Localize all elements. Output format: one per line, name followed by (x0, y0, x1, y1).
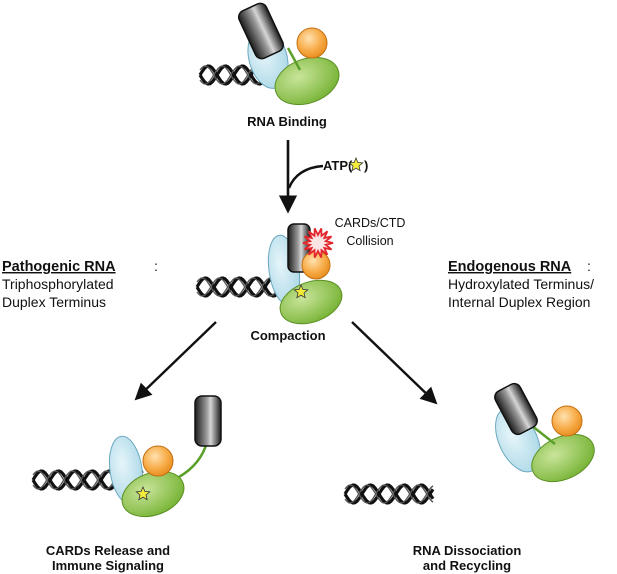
endogenous-line1: Hydroxylated Terminus/ (448, 276, 594, 292)
rna-duplex-bottom-right (343, 483, 435, 505)
burst-icon (302, 227, 334, 259)
rna-strand (343, 483, 435, 505)
linker (178, 441, 209, 479)
cards-block (194, 395, 222, 447)
cards-release-line2: Immune Signaling (52, 558, 164, 573)
ctd-orange (142, 445, 174, 477)
pathogenic-line1: Triphosphorylated (2, 276, 114, 292)
endogenous-arrow (351, 321, 438, 405)
cards-release-line1: CARDs Release and (46, 543, 170, 558)
protein-complex-top (237, 2, 340, 106)
star-shape (293, 283, 309, 299)
collision-label-line1: CARDs/CTD (335, 216, 406, 230)
rna-strand (344, 484, 434, 504)
green-domain (121, 470, 185, 518)
star-shape (135, 485, 151, 501)
ctd-orange (551, 405, 583, 437)
dissociation-line2: and Recycling (423, 558, 511, 573)
compaction-label: Compaction (250, 328, 325, 343)
star-shape (348, 156, 364, 172)
atp-curve (287, 164, 324, 189)
green-domain (531, 433, 595, 483)
rna-strand (343, 483, 435, 505)
burst-shape (302, 227, 334, 259)
cards-block (237, 2, 285, 60)
protein-complex-middle (267, 223, 343, 325)
endogenous-rna-heading: Endogenous RNA (448, 259, 572, 275)
green-domain (274, 56, 340, 106)
dissociation-line1: RNA Dissociation (413, 543, 522, 558)
protein-complex-bottom-right (494, 382, 595, 483)
star-icon (135, 485, 151, 501)
protein-complex-bottom-left (108, 395, 222, 518)
endogenous-colon: : (587, 258, 591, 274)
atp-label: ATP( (323, 158, 353, 173)
star-icon (293, 283, 309, 299)
pathogenic-colon: : (154, 258, 158, 274)
pathogenic-arrow (134, 321, 217, 401)
pathogenic-rna-heading: Pathogenic RNA (2, 259, 116, 275)
rna-strand (344, 484, 434, 504)
ctd-orange (296, 27, 328, 59)
linker (286, 47, 302, 71)
pathogenic-line2: Duplex Terminus (2, 294, 106, 310)
endogenous-line2: Internal Duplex Region (448, 294, 590, 310)
rna-binding-label: RNA Binding (247, 114, 327, 129)
atp-close-paren: ) (364, 158, 368, 173)
star-icon (348, 156, 364, 172)
collision-label-line2: Collision (346, 234, 393, 248)
cards-block (494, 382, 538, 436)
